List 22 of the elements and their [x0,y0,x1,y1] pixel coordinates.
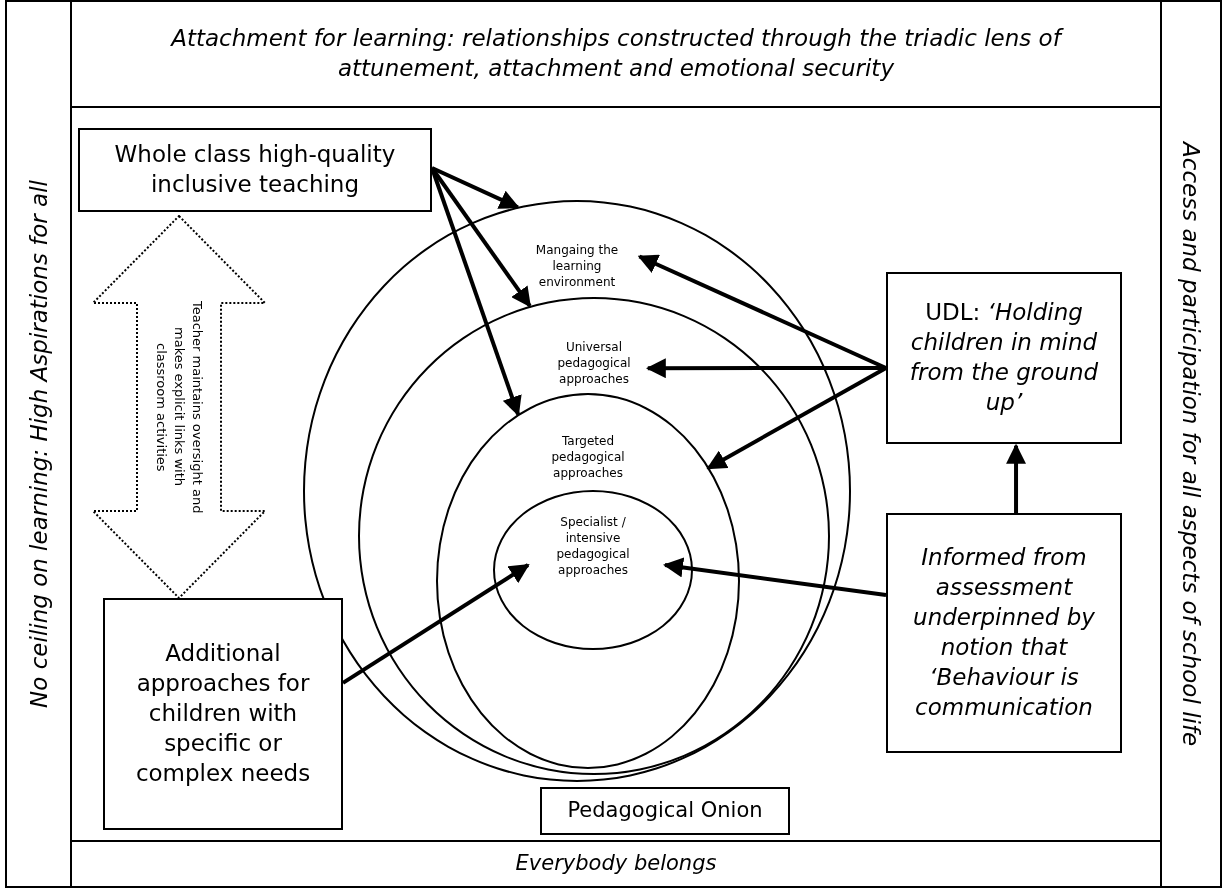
side-band: Access and participation for all aspects of school life [1160,0,1222,888]
text-box: Additional approaches for children with specific or complex needs [103,598,343,830]
arrow [341,563,530,685]
inner-ring [493,490,693,650]
side-band: No ceiling on learning: High Aspirations for all [5,0,72,888]
text-box: UDL: ‘Holding children in mind from the ground up’ [886,272,1122,444]
ring [358,297,830,775]
ring-label: Mangaing the learning environment [534,242,620,290]
text-box: Pedagogical Onion [540,787,790,835]
arrow [430,167,522,417]
banner-box: Attachment for learning: relationships constructed through the triadic lens of attunement, attachment and emotional security [70,0,1162,108]
ring-label: Specialist / intensive pedagogical approaches [555,514,631,578]
text-box: Whole class high-quality inclusive teaching [78,128,432,212]
arrow [1006,443,1027,513]
ring-label: Targeted pedagogical approaches [550,433,626,481]
ring-label: Universal pedagogical approaches [556,339,632,387]
banner-box: Everybody belongs [70,840,1162,888]
arrow [431,166,520,210]
arrow-text: Teacher maintains oversight and makes explicit links with classroom activities [153,299,206,516]
ring [436,393,740,769]
text-box: Informed from assessment underpinned by notion that ‘Behaviour is communication [886,513,1122,753]
arrow [663,557,887,598]
